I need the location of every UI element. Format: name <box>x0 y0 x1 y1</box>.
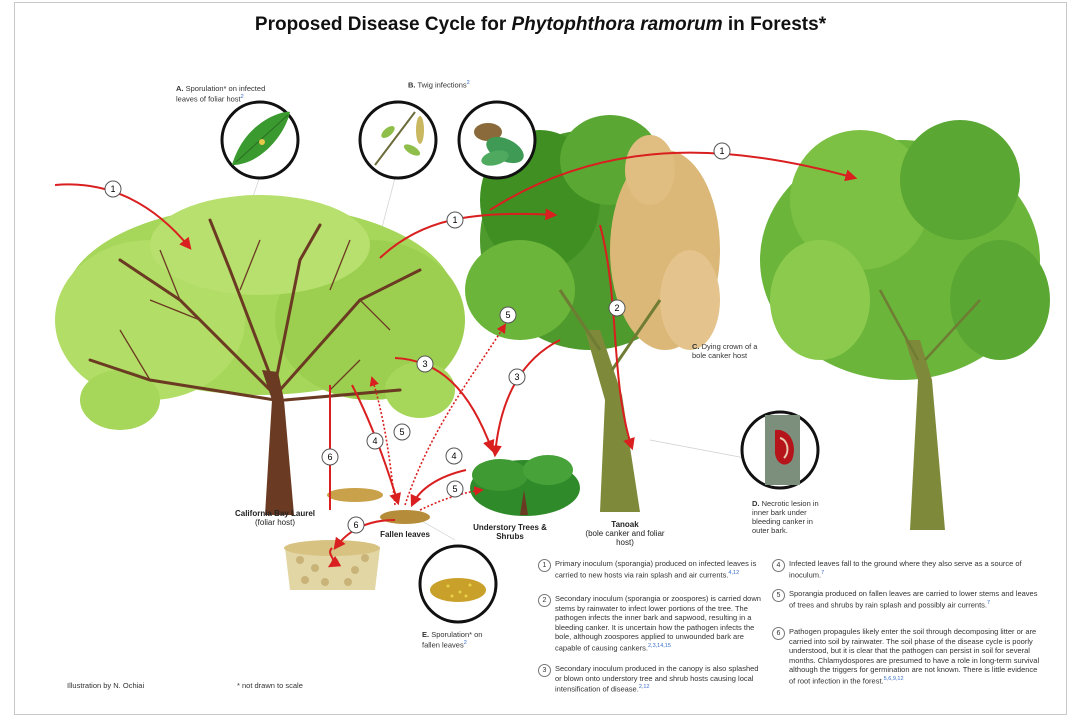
legend-text: Primary inoculum (sporangia) produced on… <box>555 559 767 580</box>
step-label: 2 <box>614 303 619 313</box>
step-marker: 5 <box>500 307 516 323</box>
legend-number: 3 <box>538 664 551 677</box>
callout-d-text: Necrotic lesion in inner bark under blee… <box>752 499 819 535</box>
step-label: 1 <box>452 215 457 225</box>
legend-item: 2 Secondary inoculum (sporangia or zoosp… <box>538 594 768 659</box>
inset-a-infected-leaf <box>222 102 298 178</box>
fallen-leaves-name: Fallen leaves <box>380 530 430 539</box>
legend-number: 1 <box>538 559 551 572</box>
legend-item: 3 Secondary inoculum produced in the can… <box>538 664 768 694</box>
legend-text: Pathogen propagules likely enter the soi… <box>789 627 1041 686</box>
callout-e-letter: E. <box>422 630 429 639</box>
understory-name: Understory Trees & Shrubs <box>473 523 547 541</box>
callout-a-text: Sporulation* on infected leaves of folia… <box>176 84 265 104</box>
callout-e-ref: 2 <box>464 640 467 646</box>
illustration-credit: Illustration by N. Ochiai <box>67 681 144 690</box>
step-label: 3 <box>514 372 519 382</box>
callout-d-letter: D. <box>752 499 760 508</box>
understory-shrub <box>470 455 580 516</box>
callout-a: A. Sporulation* on infected leaves of fo… <box>176 84 276 104</box>
step-label: 6 <box>327 452 332 462</box>
legend-text: Secondary inoculum (sporangia or zoospor… <box>555 594 767 653</box>
legend-item: 5 Sporangia produced on fallen leaves ar… <box>772 589 1042 624</box>
step-label: 1 <box>110 184 115 194</box>
step-marker: 6 <box>322 449 338 465</box>
callout-e: E. Sporulation* on fallen leaves2 <box>422 630 502 650</box>
step-label: 6 <box>353 520 358 530</box>
step-marker: 1 <box>105 181 121 197</box>
inset-b-twig-infection <box>360 102 436 178</box>
fallen-leaves-label: Fallen leaves <box>370 530 440 539</box>
step-label: 1 <box>719 146 724 156</box>
tanoak-name: Tanoak <box>611 520 638 529</box>
step-marker: 1 <box>447 212 463 228</box>
callout-c-text: Dying crown of a bole canker host <box>692 342 757 360</box>
step-marker: 1 <box>714 143 730 159</box>
legend-number: 2 <box>538 594 551 607</box>
fallen-leaves-pile <box>327 488 430 524</box>
legend-text: Sporangia produced on fallen leaves are … <box>789 589 1041 610</box>
step-marker: 3 <box>509 369 525 385</box>
callout-c-letter: C. <box>692 342 700 351</box>
step-marker: 4 <box>367 433 383 449</box>
step-marker: 3 <box>417 356 433 372</box>
laurel-label: California Bay Laurel(foliar host) <box>215 509 335 527</box>
step-label: 4 <box>451 451 456 461</box>
callout-c: C. Dying crown of a bole canker host <box>692 342 772 360</box>
inset-e-sporulation <box>420 546 496 622</box>
step-marker: 5 <box>447 481 463 497</box>
legend-text: Secondary inoculum produced in the canop… <box>555 664 767 694</box>
scale-note: * not drawn to scale <box>237 681 303 690</box>
callout-a-letter: A. <box>176 84 184 93</box>
legend-text: Infected leaves fall to the ground where… <box>789 559 1041 580</box>
legend-item: 1 Primary inoculum (sporangia) produced … <box>538 559 768 589</box>
step-marker: 6 <box>348 517 364 533</box>
step-label: 5 <box>452 484 457 494</box>
understory-label: Understory Trees & Shrubs <box>470 523 550 541</box>
callout-e-text: Sporulation* on fallen leaves <box>422 630 482 650</box>
step-label: 5 <box>399 427 404 437</box>
callout-b-text: Twig infections <box>417 81 466 90</box>
legend-number: 6 <box>772 627 785 640</box>
callout-a-ref: 2 <box>241 94 244 100</box>
legend-item: 4 Infected leaves fall to the ground whe… <box>772 559 1042 584</box>
inset-d-bark-lesion <box>742 412 818 488</box>
callout-d: D. Necrotic lesion in inner bark under b… <box>752 499 830 535</box>
step-marker: 2 <box>609 300 625 316</box>
legend-number: 4 <box>772 559 785 572</box>
callout-b: B. Twig infections2 <box>408 79 528 90</box>
laurel-name: California Bay Laurel <box>235 509 315 518</box>
legend-item: 6 Pathogen propagules likely enter the s… <box>772 627 1042 712</box>
laurel-role: (foliar host) <box>255 518 295 527</box>
tanoak-label: Tanoak(bole canker and foliar host) <box>585 520 665 547</box>
step-label: 3 <box>422 359 427 369</box>
callout-b-letter: B. <box>408 81 416 90</box>
tanoak-role: (bole canker and foliar host) <box>585 529 664 547</box>
step-marker: 4 <box>446 448 462 464</box>
step-label: 4 <box>372 436 377 446</box>
legend-number: 5 <box>772 589 785 602</box>
inset-b-leaves <box>459 102 535 178</box>
callout-b-ref: 2 <box>467 80 470 86</box>
step-label: 5 <box>505 310 510 320</box>
step-marker: 5 <box>394 424 410 440</box>
bay-laurel-tree <box>55 195 465 515</box>
